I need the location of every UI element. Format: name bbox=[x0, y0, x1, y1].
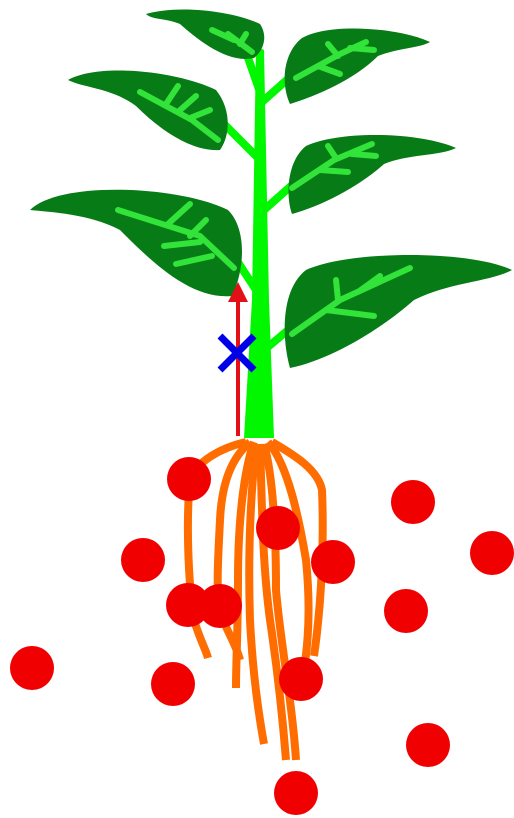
soil-particle bbox=[406, 723, 450, 767]
soil-particle bbox=[279, 657, 323, 701]
leaf-top-left bbox=[146, 9, 264, 58]
leaf-lower-left bbox=[30, 190, 242, 297]
leaf-top-right bbox=[285, 28, 430, 104]
stem-trunk bbox=[244, 46, 274, 438]
soil-particle bbox=[470, 531, 514, 575]
leaf-lower-right bbox=[285, 255, 512, 368]
soil-particle bbox=[384, 589, 428, 633]
leaf-mid-left bbox=[68, 71, 228, 151]
leaf-mid-right bbox=[289, 135, 456, 214]
soil-particle bbox=[274, 771, 318, 815]
soil-particle bbox=[311, 540, 355, 584]
soil-particle bbox=[256, 506, 300, 550]
soil-particle bbox=[198, 584, 242, 628]
soil-particle bbox=[121, 538, 165, 582]
leaf-blade bbox=[285, 28, 430, 104]
soil-particle bbox=[151, 662, 195, 706]
soil-particle bbox=[167, 457, 211, 501]
soil-particle bbox=[10, 646, 54, 690]
soil-particle bbox=[391, 480, 435, 524]
